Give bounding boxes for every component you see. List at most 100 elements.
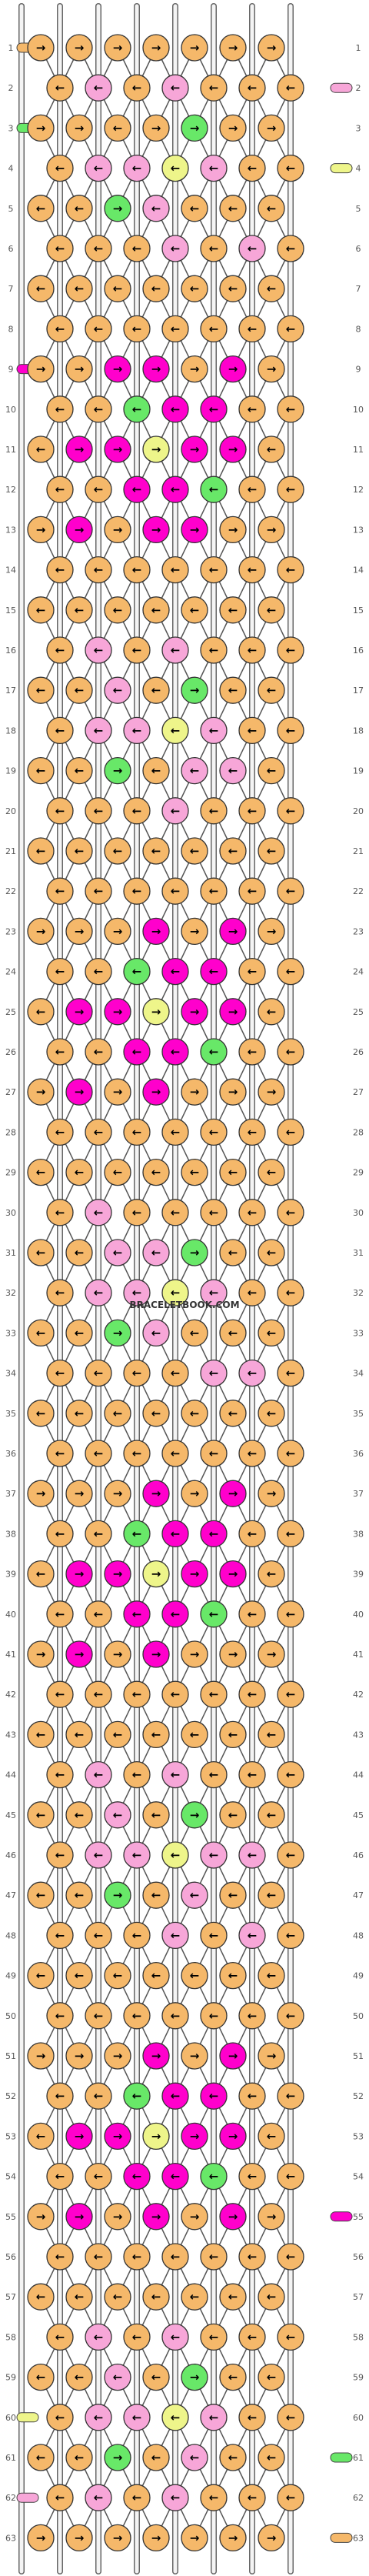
- row-number-right: 9: [356, 365, 361, 375]
- knot: ←: [85, 235, 112, 262]
- knot: ←: [238, 1520, 266, 1548]
- knot: ←: [258, 837, 285, 865]
- knot-arrow: ←: [286, 1928, 296, 1942]
- row-number-left: 13: [5, 525, 16, 535]
- row-number-right: 32: [353, 1288, 364, 1298]
- knot-arrow: ←: [248, 1446, 258, 1460]
- row-number-right: 38: [353, 1529, 364, 1539]
- knot: ←: [258, 2122, 285, 2151]
- knot: →: [181, 1560, 208, 1588]
- knot-arrow: ←: [94, 1607, 104, 1621]
- knot-arrow: ←: [151, 282, 161, 295]
- knot-arrow: →: [36, 2049, 46, 2063]
- knot-arrow: ←: [248, 2089, 258, 2103]
- knot-arrow: ←: [151, 1888, 161, 1902]
- knot: ←: [238, 877, 266, 905]
- knot: ←: [46, 1600, 74, 1628]
- knot-arrow: ←: [75, 1406, 85, 1420]
- knot: ←: [200, 395, 228, 423]
- knot-arrow: →: [75, 1085, 85, 1099]
- knot: ←: [258, 1801, 285, 1829]
- knot-arrow: ←: [75, 1808, 85, 1822]
- knot: ←: [219, 1239, 247, 1266]
- knot-arrow: ←: [94, 2250, 104, 2264]
- knot-arrow: ←: [151, 1406, 161, 1420]
- knot: ←: [161, 2484, 189, 2511]
- knot: →: [27, 2042, 55, 2070]
- knot: ←: [27, 1720, 55, 1749]
- knot: ←: [161, 2002, 189, 2030]
- knot-arrow: ←: [286, 1125, 296, 1139]
- row-number-left: 47: [5, 1890, 16, 1900]
- knot: →: [258, 34, 285, 62]
- knot: →: [142, 34, 170, 62]
- knot: ←: [238, 1038, 266, 1066]
- knot: →: [104, 435, 131, 463]
- knot-arrow: ←: [151, 764, 161, 778]
- knot-arrow: ←: [209, 965, 219, 979]
- knot: ←: [161, 1038, 189, 1066]
- knot-arrow: ←: [286, 965, 296, 979]
- knot-arrow: ←: [286, 2330, 296, 2344]
- knot: ←: [277, 2243, 304, 2271]
- knot: ←: [46, 315, 74, 343]
- knot: ←: [104, 275, 131, 302]
- knot: ←: [277, 2404, 304, 2431]
- knot: ←: [46, 2243, 74, 2271]
- knot: ←: [200, 877, 228, 905]
- knot-arrow: →: [228, 121, 238, 135]
- knot-arrow: ←: [286, 563, 296, 577]
- knot: ←: [200, 475, 228, 503]
- row-number-left: 23: [5, 926, 16, 936]
- knot-arrow: ←: [171, 884, 181, 898]
- knot: ←: [238, 957, 266, 986]
- knot: →: [219, 2203, 247, 2231]
- knot: ←: [161, 1760, 189, 1789]
- knot: ←: [258, 1560, 285, 1588]
- knot-arrow: ←: [36, 442, 46, 456]
- knot-arrow: ←: [286, 1527, 296, 1540]
- knot: ←: [123, 2323, 151, 2351]
- knot: →: [65, 917, 93, 946]
- knot-arrow: ←: [36, 202, 46, 215]
- knot: →: [27, 1078, 55, 1106]
- knot-arrow: →: [151, 41, 161, 55]
- knot: ←: [277, 2162, 304, 2191]
- row-number-right: 37: [353, 1489, 364, 1499]
- knot-arrow: ←: [132, 563, 142, 577]
- knot: ←: [104, 1801, 131, 1829]
- knot-arrow: ←: [55, 482, 65, 496]
- knot: ←: [277, 1199, 304, 1226]
- row-number-left: 30: [5, 1208, 16, 1218]
- knot: ←: [123, 1600, 151, 1628]
- knot-arrow: ←: [248, 1848, 258, 1862]
- knot-arrow: ←: [132, 804, 142, 818]
- knot-arrow: ←: [151, 1969, 161, 1983]
- knot-arrow: ←: [55, 2411, 65, 2424]
- knot: ←: [277, 636, 304, 664]
- row-number-left: 31: [5, 1248, 16, 1258]
- knot: ←: [277, 154, 304, 182]
- knot-arrow: ←: [132, 1125, 142, 1139]
- knot: →: [104, 756, 131, 785]
- knot: ←: [258, 676, 285, 704]
- knot: ←: [277, 1841, 304, 1869]
- knot-arrow: ←: [171, 1607, 181, 1621]
- knot: ←: [142, 2363, 170, 2391]
- knot-arrow: ←: [248, 1286, 258, 1300]
- knot-arrow: ←: [209, 1446, 219, 1460]
- knot-arrow: ←: [36, 2371, 46, 2384]
- knot: →: [104, 998, 131, 1026]
- knot: ←: [85, 1038, 112, 1066]
- knot-arrow: ←: [190, 1406, 200, 1420]
- knot: →: [181, 1801, 208, 1829]
- knot: ←: [277, 957, 304, 986]
- knot-arrow: ←: [94, 884, 104, 898]
- knot-arrow: ←: [55, 1768, 65, 1782]
- knot-arrow: ←: [286, 723, 296, 737]
- knot-arrow: →: [228, 41, 238, 55]
- knot-arrow: ←: [113, 1246, 123, 1260]
- row-number-right: 14: [353, 566, 364, 576]
- knot-arrow: ←: [286, 2170, 296, 2184]
- row-number-right: 46: [353, 1850, 364, 1860]
